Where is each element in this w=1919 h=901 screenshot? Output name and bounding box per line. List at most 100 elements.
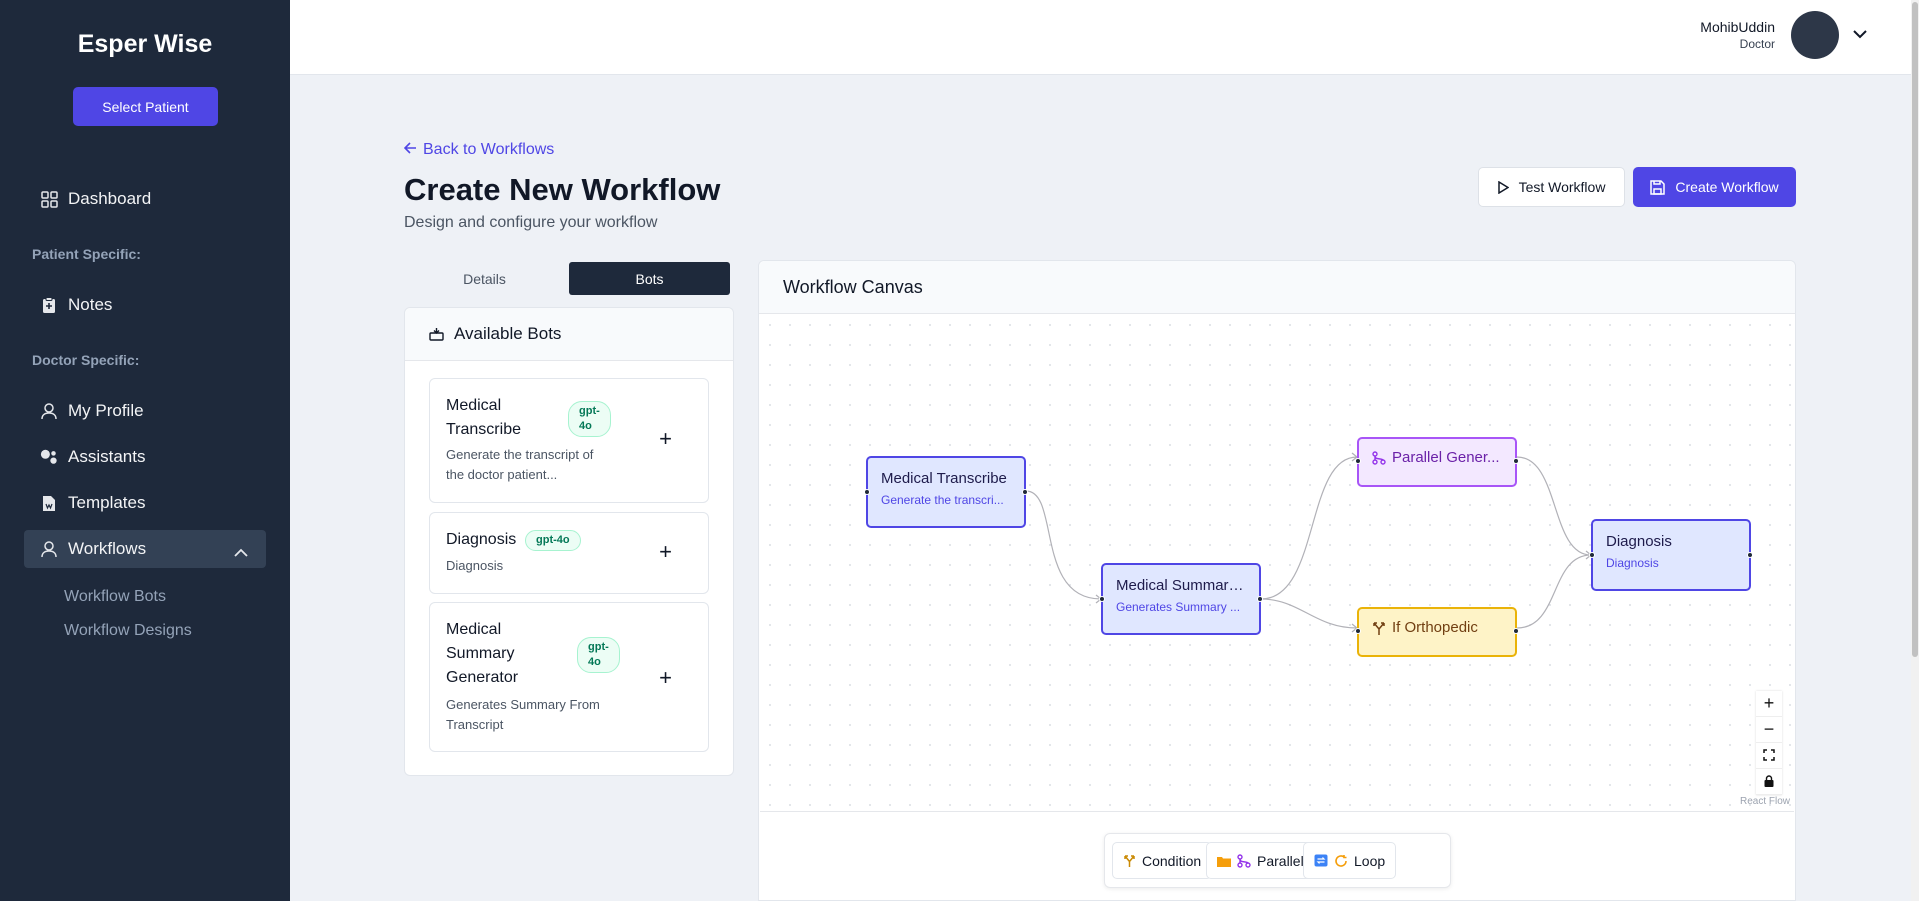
page-scrollbar[interactable] [1911,0,1919,901]
add-bot-button[interactable]: + [659,426,672,451]
back-to-workflows-link[interactable]: Back to Workflows [403,141,555,159]
assistants-icon [40,448,58,466]
sidebar-subitem-workflow-designs[interactable]: Workflow Designs [64,622,192,639]
node-handle-out[interactable] [1257,596,1263,602]
model-badge: gpt- 4o [568,401,611,437]
available-bots-header: Available Bots [405,308,733,361]
node-subtitle: Generates Summary ... [1116,600,1241,614]
add-loop-button[interactable]: Loop [1303,842,1397,879]
node-handle-out[interactable] [1513,628,1519,634]
bot-description-line: Transcript [446,717,504,732]
chevron-down-icon[interactable] [1853,26,1867,44]
node-subtitle: Generate the transcri... [881,493,1004,507]
tab-bots[interactable]: Bots [569,262,730,295]
bot-description-line: Generates Summary From [446,697,600,712]
document-icon [40,494,58,512]
available-bots-panel: Available Bots Medical Transcribe gpt- 4… [404,307,734,776]
sidebar-item-label: My Profile [68,401,144,420]
node-handle-out[interactable] [1022,489,1028,495]
add-bot-button[interactable]: + [659,539,672,564]
node-parallel-generator[interactable]: Parallel Gener... [1355,437,1519,487]
zoom-out-button[interactable]: − [1756,717,1782,743]
sidebar-item-workflows[interactable]: Workflows [24,530,266,568]
model-badge-line: gpt- [588,641,609,653]
node-handle-in[interactable] [1355,458,1361,464]
tab-bar: Details Bots [404,262,731,295]
create-workflow-button[interactable]: Create Workflow [1633,167,1796,207]
add-bot-button[interactable]: + [659,665,672,690]
node-diagnosis[interactable]: Diagnosis Diagnosis [1589,519,1753,591]
model-badge-line: gpt- [579,405,600,417]
node-medical-transcribe[interactable]: Medical Transcribe Generate the transcri… [864,456,1028,528]
patient-section-heading: Patient Specific: [32,246,141,262]
bot-name-line: Medical [446,397,502,414]
node-handle-out[interactable] [1513,458,1519,464]
node-title: If Orthopedic [1392,619,1478,636]
bot-card-medical-summary-generator[interactable]: Medical Summary Generator gpt- 4o Genera… [429,602,709,752]
select-patient-button[interactable]: Select Patient [73,87,218,126]
sidebar: Esper Wise Select Patient Dashboard Pati… [0,0,290,901]
sidebar-subitem-workflow-bots[interactable]: Workflow Bots [64,588,166,605]
sidebar-item-label: Templates [68,493,146,512]
fit-view-button[interactable] [1756,743,1782,769]
back-link-label: Back to Workflows [423,141,555,158]
clipboard-icon [40,296,58,314]
arrow-left-icon [403,141,417,159]
scrollbar-thumb[interactable] [1912,2,1918,657]
add-condition-button[interactable]: Condition [1112,842,1213,879]
user-role: Doctor [1739,37,1775,51]
create-workflow-label: Create Workflow [1675,179,1779,195]
avatar[interactable] [1791,11,1839,59]
edge-summary-condition [1260,598,1358,629]
node-handle-in[interactable] [1355,628,1361,634]
bot-description-line: Generate the transcript of [446,447,594,462]
sidebar-item-assistants[interactable]: Assistants [24,438,266,476]
lock-button[interactable] [1756,769,1782,795]
bot-description: Diagnosis [446,558,504,573]
tab-details[interactable]: Details [463,270,506,287]
git-branch-icon [1372,451,1386,465]
node-medical-summary[interactable]: Medical Summary... Generates Summary ... [1099,563,1263,635]
split-icon [1123,854,1136,868]
node-title: Medical Transcribe [881,470,1007,487]
node-title-row: If Orthopedic [1372,619,1502,637]
sidebar-item-label: Workflows [68,539,147,558]
model-badge-line: 4o [579,420,592,432]
bot-description-line: the doctor patient... [446,467,558,482]
node-title: Parallel Gener... [1392,449,1500,466]
bot-name-line: Summary [446,645,515,662]
sidebar-item-templates[interactable]: Templates [24,484,266,522]
parallel-label: Parallel [1257,852,1304,869]
node-title: Medical Summary... [1116,577,1246,594]
test-workflow-label: Test Workflow [1518,179,1606,195]
doctor-section-heading: Doctor Specific: [32,352,140,368]
canvas-controls: + − [1756,691,1782,795]
node-if-orthopedic[interactable]: If Orthopedic [1355,607,1519,657]
zoom-in-button[interactable]: + [1756,691,1782,717]
bot-name-line: Medical [446,621,502,638]
bot-name-line: Transcribe [446,421,521,438]
page-subtitle: Design and configure your workflow [404,214,658,231]
edge-transcribe-summary [1025,490,1102,600]
chevron-up-icon[interactable] [234,542,248,562]
bot-card-diagnosis[interactable]: Diagnosis gpt-4o Diagnosis + [429,512,709,594]
workflow-canvas[interactable]: Medical Transcribe Generate the transcri… [760,315,1794,812]
node-handle-in[interactable] [1589,552,1595,558]
bot-card-medical-transcribe[interactable]: Medical Transcribe gpt- 4o Generate the … [429,378,709,503]
sidebar-item-dashboard[interactable]: Dashboard [24,180,266,218]
sidebar-item-notes[interactable]: Notes [24,286,266,324]
loop-label: Loop [1354,852,1386,869]
add-parallel-button[interactable]: Parallel [1206,842,1315,879]
sidebar-item-label: Assistants [68,447,146,466]
node-handle-in[interactable] [864,489,870,495]
save-icon [1650,179,1666,195]
node-handle-in[interactable] [1099,596,1105,602]
node-title: Diagnosis [1606,533,1672,550]
page-title: Create New Workflow [404,172,721,207]
sidebar-item-my-profile[interactable]: My Profile [24,392,266,430]
node-handle-out[interactable] [1747,552,1753,558]
react-flow-attribution[interactable]: React Flow [1739,796,1790,807]
test-workflow-button[interactable]: Test Workflow [1478,167,1625,207]
fit-view-icon [1763,745,1775,766]
bot-name: Diagnosis [446,531,517,548]
